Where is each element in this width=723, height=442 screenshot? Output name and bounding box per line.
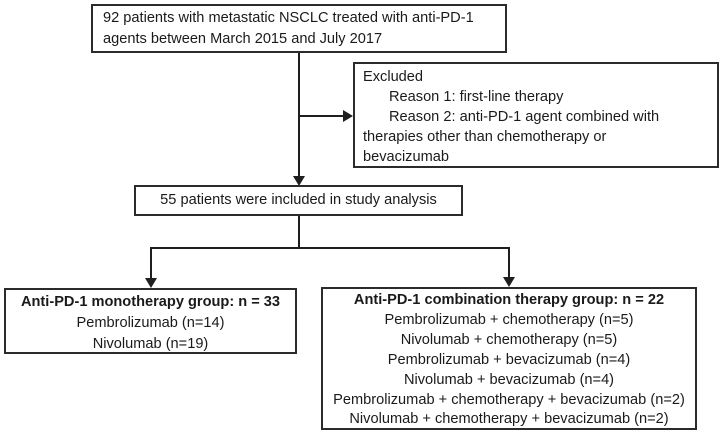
included-text: 55 patients were included in study analy… bbox=[160, 192, 437, 209]
monotherapy-group-box: Anti-PD-1 monotherapy group: n = 33 Pemb… bbox=[4, 288, 297, 354]
enrollment-line-1: 92 patients with metastatic NSCLC treate… bbox=[103, 10, 474, 26]
combination-group-box: Anti-PD-1 combination therapy group: n =… bbox=[321, 287, 697, 430]
excluded-box: Excluded Reason 1: first-line therapy Re… bbox=[353, 62, 719, 168]
included-box: 55 patients were included in study analy… bbox=[134, 185, 463, 216]
excluded-reason-2-wrap-2: bevacizumab bbox=[363, 149, 449, 165]
combination-item-4: Nivolumab + bevacizumab (n=4) bbox=[403, 371, 615, 388]
connector-to-excluded bbox=[299, 110, 353, 122]
excluded-title: Excluded bbox=[363, 69, 424, 85]
excluded-reason-2-wrap-1: therapies other than chemotherapy or bbox=[363, 129, 607, 145]
combination-item-2: Nivolumab + chemotherapy (n=5) bbox=[400, 331, 618, 348]
combination-item-1: Pembrolizumab + chemotherapy (n=5) bbox=[384, 311, 634, 328]
connector-enrollment-to-included bbox=[293, 53, 305, 186]
enrollment-line-2: agents between March 2015 and July 2017 bbox=[103, 31, 383, 47]
monotherapy-item-nivolumab: Nivolumab (n=19) bbox=[92, 336, 209, 352]
monotherapy-item-pembrolizumab: Pembrolizumab (n=14) bbox=[76, 315, 225, 331]
combination-item-5: Pembrolizumab + chemotherapy + bevacizum… bbox=[333, 391, 685, 408]
monotherapy-group-title: Anti-PD-1 monotherapy group: n = 33 bbox=[20, 294, 281, 310]
connector-included-to-groups bbox=[145, 216, 515, 288]
excluded-reason-2: Reason 2: anti-PD-1 agent combined with bbox=[389, 109, 660, 125]
combination-item-3: Pembrolizumab + bevacizumab (n=4) bbox=[387, 351, 631, 368]
enrollment-box: 92 patients with metastatic NSCLC treate… bbox=[91, 4, 507, 53]
combination-group-title: Anti-PD-1 combination therapy group: n =… bbox=[353, 292, 665, 308]
combination-item-6: Nivolumab + chemotherapy + bevacizumab (… bbox=[349, 411, 669, 428]
excluded-reason-1: Reason 1: first-line therapy bbox=[389, 89, 564, 105]
